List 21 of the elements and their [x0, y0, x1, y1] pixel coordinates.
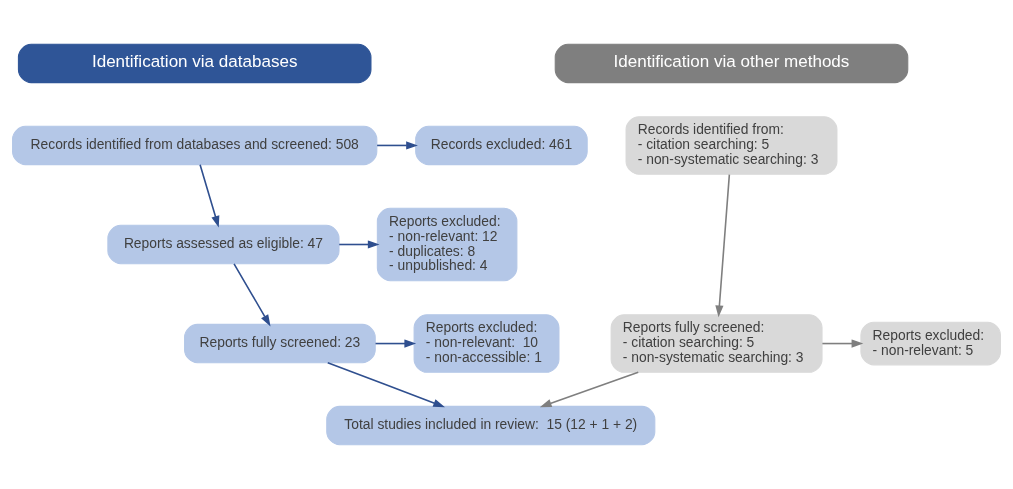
- arrow: [374, 339, 417, 348]
- arrow: [326, 361, 446, 408]
- node-box: Reports excluded: - non-relevant: 10 - non-accessible: 1: [413, 314, 560, 373]
- arrow: [338, 240, 380, 249]
- node-box: Total studies included in review: 15 (12 + 1 + 2): [326, 405, 656, 446]
- arrow: [376, 141, 418, 150]
- node-box: Reports fully screened: - citation searching: 5 - non-systematic searching: 3: [610, 314, 823, 373]
- node-box: Reports excluded: - non-relevant: 5: [860, 321, 1001, 366]
- node-box: Reports assessed as eligible: 47: [107, 224, 340, 265]
- arrow: [821, 339, 864, 348]
- node-box: Reports excluded: - non-relevant: 12 - duplicates: 8 - unpublished: 4: [376, 207, 518, 282]
- arrow: [715, 173, 731, 318]
- node-box: Reports fully screened: 23: [184, 323, 376, 364]
- node-box: Records identified from: - citation searching: 5 - non-systematic searching: 3: [625, 116, 838, 175]
- arrow: [199, 163, 220, 228]
- node-box: Records identified from databases and screened: 508: [12, 125, 378, 166]
- node-box: Identification via databases: [17, 43, 372, 84]
- arrow: [233, 263, 271, 327]
- node-box: Records excluded: 461: [415, 125, 588, 166]
- node-box: Identification via other methods: [554, 43, 909, 84]
- arrow: [539, 371, 640, 408]
